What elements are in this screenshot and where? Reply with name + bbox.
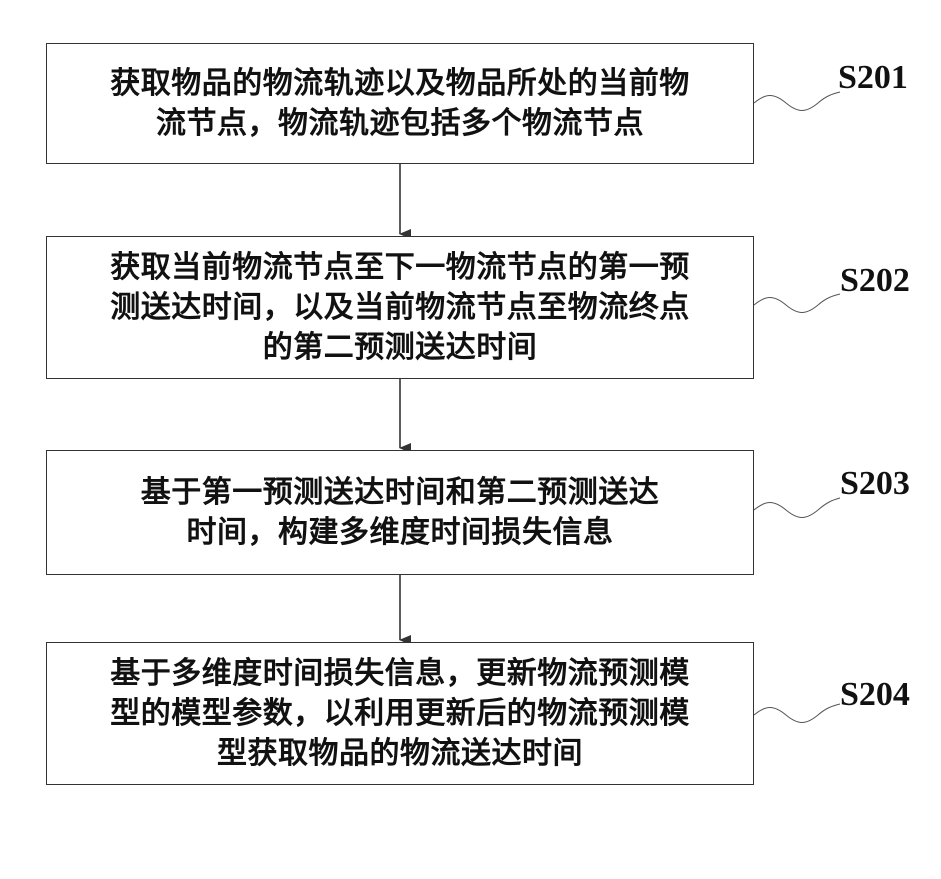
step-box-s201: 获取物品的物流轨迹以及物品所处的当前物 流节点，物流轨迹包括多个物流节点 [46, 43, 754, 164]
step-text-s201: 获取物品的物流轨迹以及物品所处的当前物 流节点，物流轨迹包括多个物流节点 [110, 64, 690, 144]
step-box-s202: 获取当前物流节点至下一物流节点的第一预 测送达时间，以及当前物流节点至物流终点 … [46, 236, 754, 379]
step-label-s203: S203 [840, 465, 910, 503]
leader-line-s203 [754, 498, 840, 518]
step-label-s204: S204 [840, 676, 910, 714]
step-line: 型的模型参数，以利用更新后的物流预测模 [110, 694, 690, 734]
step-box-s203: 基于第一预测送达时间和第二预测送达 时间，构建多维度时间损失信息 [46, 450, 754, 575]
step-line: 时间，构建多维度时间损失信息 [141, 513, 660, 553]
step-line: 的第二预测送达时间 [110, 328, 690, 368]
step-line: 获取当前物流节点至下一物流节点的第一预 [110, 248, 690, 288]
leader-line-s201 [754, 92, 840, 111]
step-text-s204: 基于多维度时间损失信息，更新物流预测模 型的模型参数，以利用更新后的物流预测模 … [110, 654, 690, 774]
step-line: 型获取物品的物流送达时间 [110, 734, 690, 774]
step-line: 获取物品的物流轨迹以及物品所处的当前物 [110, 64, 690, 104]
leader-line-s204 [754, 704, 840, 723]
step-line: 测送达时间，以及当前物流节点至物流终点 [110, 288, 690, 328]
step-box-s204: 基于多维度时间损失信息，更新物流预测模 型的模型参数，以利用更新后的物流预测模 … [46, 642, 754, 785]
step-line: 流节点，物流轨迹包括多个物流节点 [110, 104, 690, 144]
step-label-s202: S202 [840, 262, 910, 300]
step-label-s201: S201 [838, 59, 908, 97]
step-line: 基于第一预测送达时间和第二预测送达 [141, 473, 660, 513]
step-text-s202: 获取当前物流节点至下一物流节点的第一预 测送达时间，以及当前物流节点至物流终点 … [110, 248, 690, 368]
leader-line-s202 [754, 294, 840, 313]
step-line: 基于多维度时间损失信息，更新物流预测模 [110, 654, 690, 694]
step-text-s203: 基于第一预测送达时间和第二预测送达 时间，构建多维度时间损失信息 [141, 473, 660, 553]
